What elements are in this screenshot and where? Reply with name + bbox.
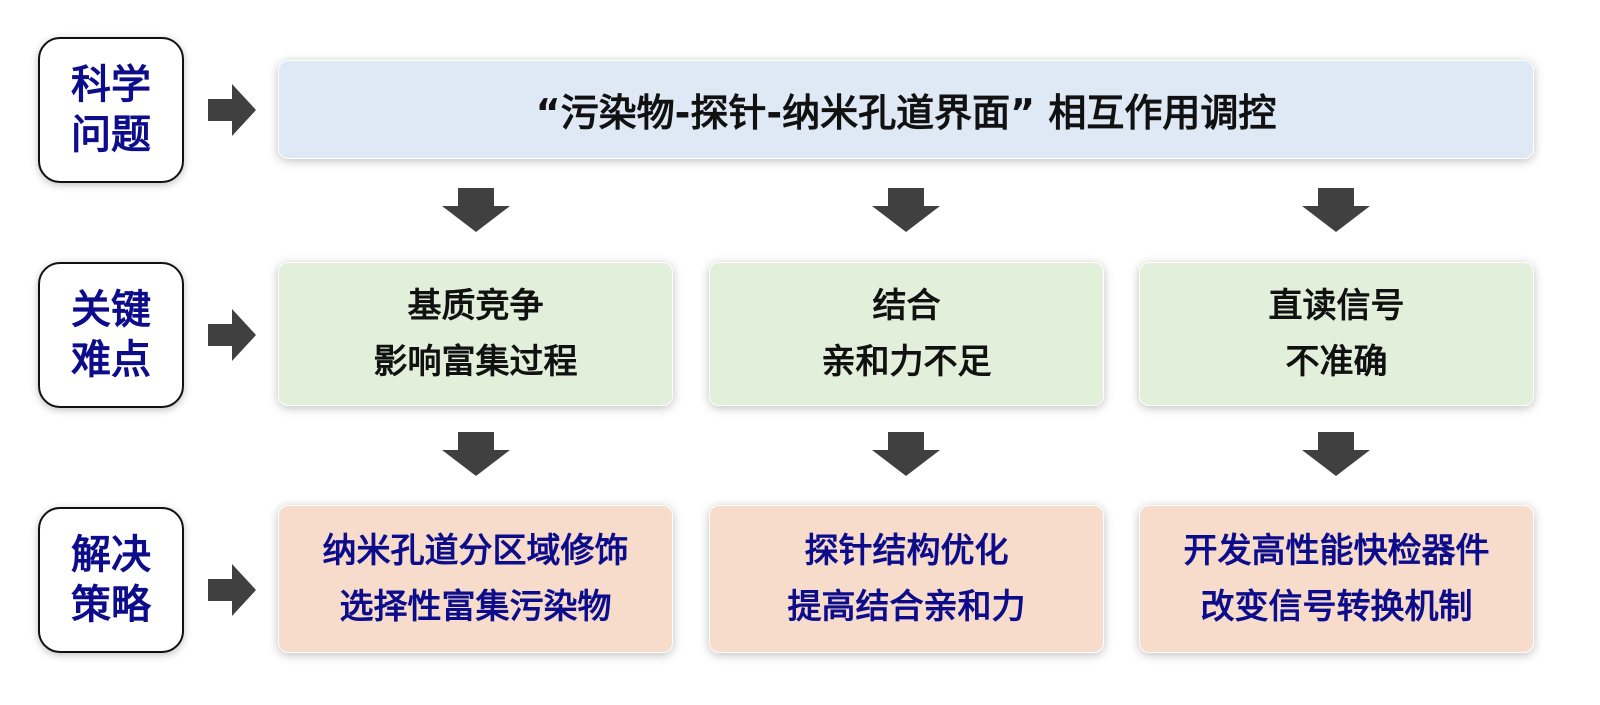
arrow-down-icon [1302, 188, 1370, 232]
arrow-down-icon [872, 188, 940, 232]
arrow-down-icon [1302, 432, 1370, 476]
strategy-line: 选择性富集污染物 [339, 587, 612, 627]
difficulty-line: 亲和力不足 [821, 342, 992, 382]
label-science-question: 科学 问题 [38, 37, 184, 183]
difficulty-line: 结合 [872, 286, 941, 326]
difficulty-line: 基质竞争 [407, 286, 544, 326]
arrow-down-icon [442, 188, 510, 232]
science-question-box: “污染物-探针-纳米孔道界面” 相互作用调控 [278, 60, 1534, 159]
difficulty-box: 基质竞争 影响富集过程 [278, 262, 673, 406]
label-line: 问题 [71, 112, 151, 158]
strategy-box: 开发高性能快检器件 改变信号转换机制 [1139, 505, 1534, 653]
label-line: 关键 [71, 287, 151, 333]
strategy-line: 探针结构优化 [804, 531, 1009, 571]
arrow-right-icon [208, 84, 256, 136]
strategy-line: 改变信号转换机制 [1200, 587, 1473, 627]
arrow-right-icon [208, 309, 256, 361]
arrow-right-icon [208, 564, 256, 616]
label-line: 策略 [71, 582, 151, 628]
label-key-difficulty: 关键 难点 [38, 262, 184, 408]
difficulty-line: 影响富集过程 [373, 342, 578, 382]
strategy-line: 纳米孔道分区域修饰 [322, 531, 629, 571]
strategy-box: 纳米孔道分区域修饰 选择性富集污染物 [278, 505, 673, 653]
arrow-down-icon [872, 432, 940, 476]
difficulty-line: 不准确 [1285, 342, 1388, 382]
science-question-text: “污染物-探针-纳米孔道界面” 相互作用调控 [535, 91, 1277, 135]
strategy-line: 提高结合亲和力 [787, 587, 1026, 627]
label-solution-strategy: 解决 策略 [38, 507, 184, 653]
arrow-down-icon [442, 432, 510, 476]
strategy-line: 开发高性能快检器件 [1183, 531, 1490, 571]
label-line: 解决 [71, 532, 151, 578]
label-line: 难点 [71, 337, 151, 383]
strategy-box: 探针结构优化 提高结合亲和力 [709, 505, 1104, 653]
difficulty-line: 直读信号 [1268, 286, 1405, 326]
difficulty-box: 直读信号 不准确 [1139, 262, 1534, 406]
label-line: 科学 [71, 62, 151, 108]
difficulty-box: 结合 亲和力不足 [709, 262, 1104, 406]
